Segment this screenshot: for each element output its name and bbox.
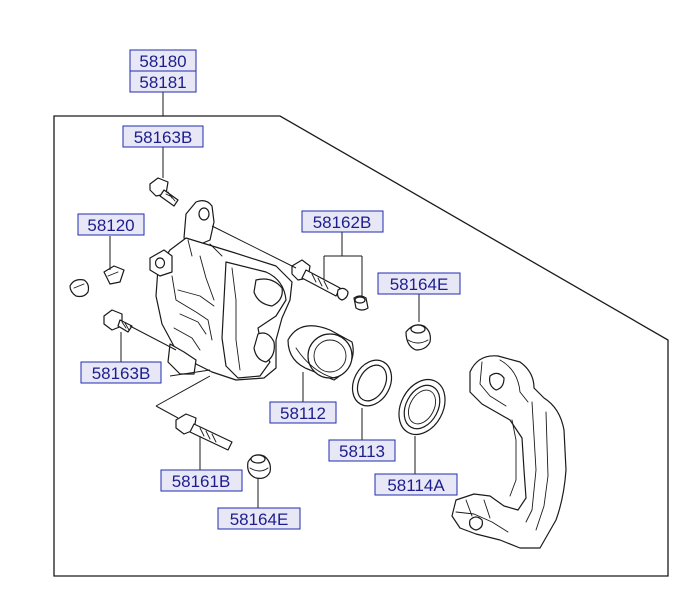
label-piston-seal-text: 58113 bbox=[339, 442, 385, 461]
label-boot-upper-text: 58164E bbox=[390, 275, 449, 294]
label-guide-pin-upper-text: 58162B bbox=[313, 213, 372, 232]
label-dust-boot: 58114A bbox=[374, 473, 458, 496]
label-bolt-lower: 58163B bbox=[80, 361, 162, 384]
bolt-lower bbox=[103, 309, 133, 333]
label-piston: 58112 bbox=[269, 401, 337, 424]
label-boot-upper: 58164E bbox=[377, 272, 461, 295]
label-bleeder: 58120 bbox=[77, 213, 145, 236]
boot-upper bbox=[405, 324, 431, 351]
label-assembly-bottom: 58181 bbox=[129, 70, 197, 93]
label-guide-pin-lower-text: 58161B bbox=[172, 472, 231, 491]
label-bolt-upper-text: 58163B bbox=[134, 128, 193, 147]
bleeder-screw bbox=[69, 265, 125, 298]
label-piston-seal: 58113 bbox=[328, 439, 396, 462]
dust-boot bbox=[398, 378, 446, 436]
guide-pin-lower bbox=[175, 413, 233, 451]
label-piston-text: 58112 bbox=[280, 404, 326, 423]
leader-lines bbox=[109, 147, 420, 508]
caliper-body bbox=[149, 200, 293, 381]
label-guide-pin-upper: 58162B bbox=[301, 210, 384, 233]
label-guide-pin-lower: 58161B bbox=[160, 469, 243, 492]
label-boot-lower: 58164E bbox=[217, 507, 301, 530]
label-dust-boot-text: 58114A bbox=[387, 476, 445, 495]
piston bbox=[287, 325, 354, 381]
piston-seal bbox=[351, 359, 393, 407]
carrier-bracket bbox=[451, 355, 567, 549]
label-boot-lower-text: 58164E bbox=[230, 510, 289, 529]
boot-lower bbox=[247, 454, 271, 479]
label-bolt-lower-text: 58163B bbox=[92, 364, 151, 383]
label-bleeder-text: 58120 bbox=[87, 216, 134, 235]
guide-pin-upper bbox=[291, 259, 369, 311]
label-bolt-upper: 58163B bbox=[122, 125, 204, 148]
diagram-frame bbox=[53, 115, 669, 577]
label-assembly-top-text: 58180 bbox=[139, 52, 186, 71]
label-assembly-top: 58180 bbox=[129, 49, 197, 72]
bolt-upper bbox=[149, 177, 179, 207]
label-assembly-bottom-text: 58181 bbox=[139, 73, 186, 92]
